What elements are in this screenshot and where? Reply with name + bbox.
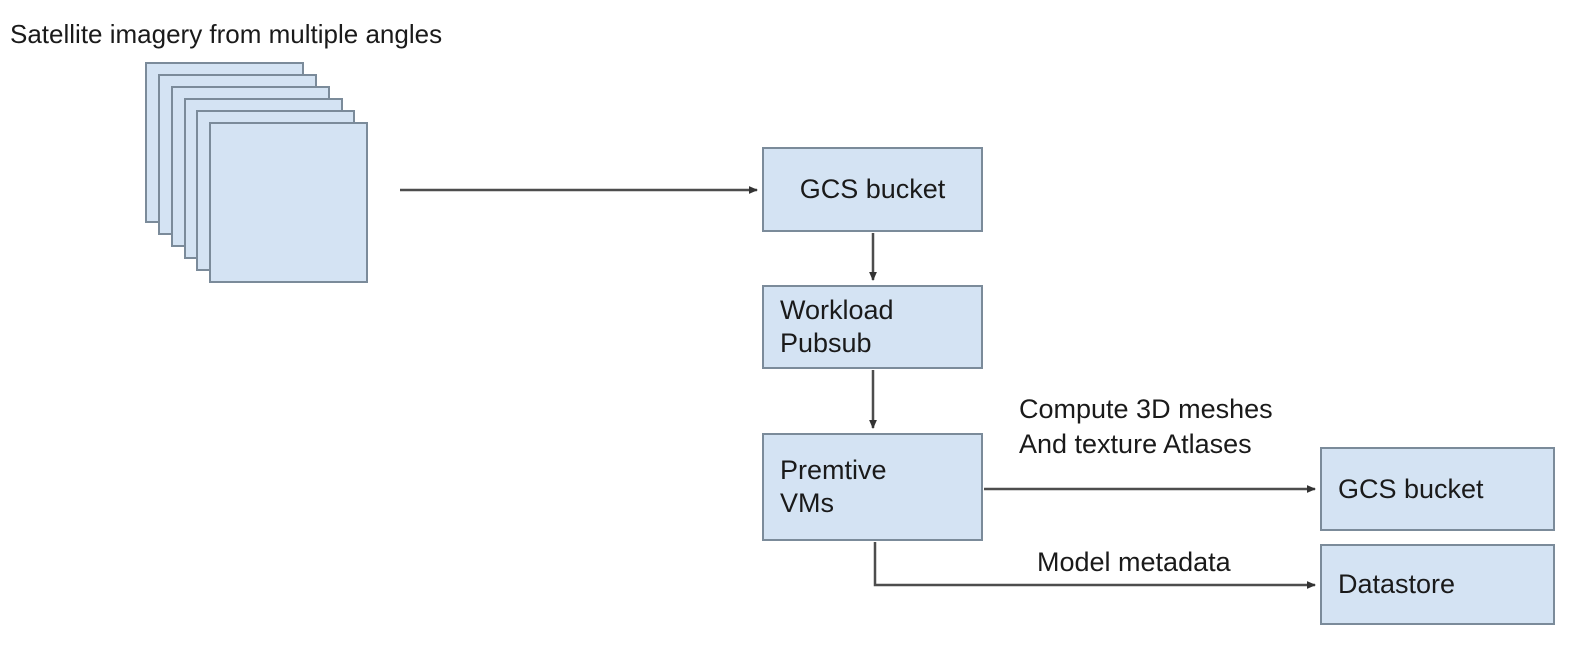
edge-label-model-metadata: Model metadata bbox=[1037, 547, 1231, 577]
edge-label-compute-meshes: Compute 3D meshes And texture Atlases bbox=[1019, 394, 1273, 460]
stack-card bbox=[209, 122, 368, 283]
node-workload-pubsub[interactable]: Workload Pubsub bbox=[762, 285, 983, 369]
node-premtive-vms[interactable]: Premtive VMs bbox=[762, 433, 983, 541]
node-gcs-bucket-output[interactable]: GCS bucket bbox=[1320, 447, 1555, 531]
edge-vms-to-datastore bbox=[873, 542, 1316, 589]
node-datastore[interactable]: Datastore bbox=[1320, 544, 1555, 625]
diagram-caption: Satellite imagery from multiple angles bbox=[10, 19, 443, 49]
node-gcs-bucket-ingest[interactable]: GCS bucket bbox=[762, 147, 983, 232]
